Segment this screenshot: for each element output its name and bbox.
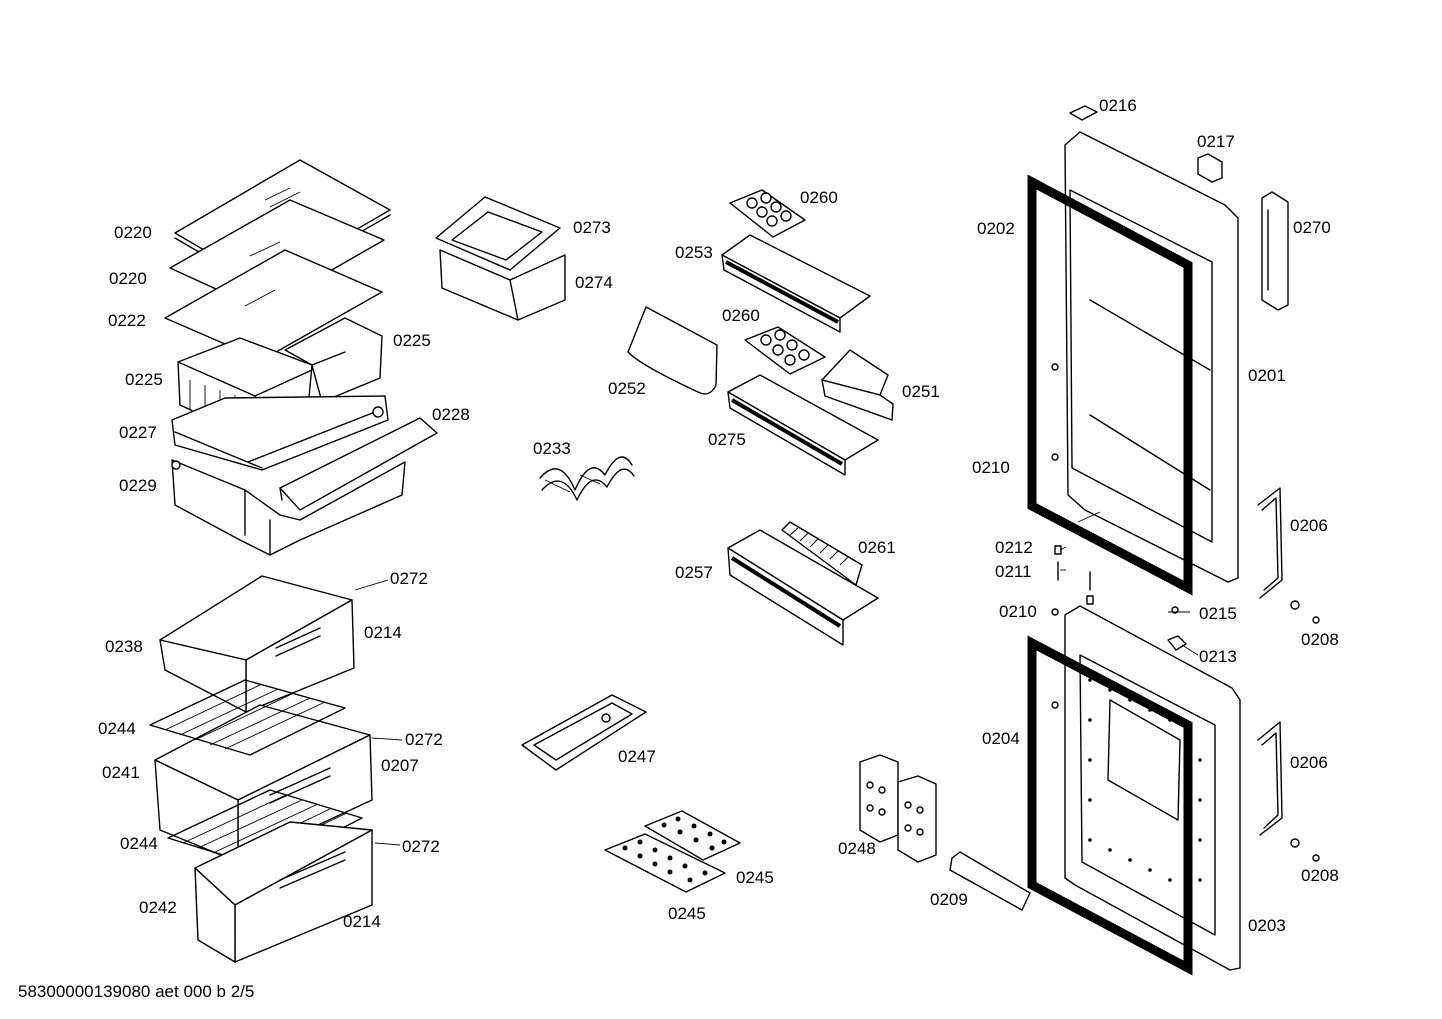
label-0241: 0241 [102, 763, 140, 782]
cover-strip-0209 [949, 851, 1031, 911]
label-0244-a: 0244 [98, 719, 136, 738]
label-0261: 0261 [858, 538, 896, 557]
label-0227: 0227 [119, 423, 157, 442]
bottle-rack-0233 [539, 456, 635, 501]
bottle-retainer-0261 [781, 521, 863, 586]
hinge-cover-0270 [1261, 191, 1289, 311]
fridge-door-0201 [1064, 131, 1239, 583]
flap-0228 [279, 417, 438, 511]
label-0245-b: 0245 [668, 904, 706, 923]
label-0260-b: 0260 [722, 306, 760, 325]
box-0274 [439, 249, 566, 321]
label-0210-b: 0210 [999, 602, 1037, 621]
cold-pack-0248-left [859, 754, 899, 843]
label-0212: 0212 [995, 538, 1033, 557]
butter-box-0251 [821, 349, 894, 421]
cover-0217 [1197, 153, 1223, 183]
label-0206-a: 0206 [1290, 516, 1328, 535]
label-0207: 0207 [381, 756, 419, 775]
door-rack-0275 [727, 374, 879, 476]
label-0272-c: 0272 [402, 837, 440, 856]
label-0248: 0248 [838, 839, 876, 858]
handle-0206-bottom [1257, 721, 1283, 836]
label-0209: 0209 [930, 890, 968, 909]
label-0272-a: 0272 [390, 569, 428, 588]
label-0225-a: 0225 [393, 331, 431, 350]
cold-pack-0248-right [897, 775, 937, 863]
label-0244-b: 0244 [120, 834, 158, 853]
label-0206-b: 0206 [1290, 753, 1328, 772]
label-0247: 0247 [618, 747, 656, 766]
ice-tray-0247 [521, 694, 647, 771]
door-gasket-0204 [1027, 635, 1193, 976]
label-0213: 0213 [1199, 647, 1237, 666]
handle-0206-top [1257, 487, 1283, 599]
label-0228: 0228 [432, 405, 470, 424]
crisper-cover-0227 [171, 395, 389, 471]
bottle-rack-0257 [727, 529, 879, 646]
label-0217: 0217 [1197, 132, 1235, 151]
label-0229: 0229 [119, 476, 157, 495]
label-0214-b: 0214 [343, 912, 381, 931]
label-0273: 0273 [573, 218, 611, 237]
label-0204: 0204 [982, 729, 1020, 748]
label-0252: 0252 [608, 379, 646, 398]
ice-cube-tray-0245-left [604, 833, 726, 893]
label-0211: 0211 [995, 562, 1032, 581]
label-0216: 0216 [1099, 96, 1137, 115]
freezer-drawer-0238 [159, 575, 355, 713]
leader-lines [354, 511, 1199, 846]
label-0201: 0201 [1248, 366, 1286, 385]
label-0274: 0274 [575, 273, 613, 292]
label-0202: 0202 [977, 219, 1015, 238]
label-0238: 0238 [105, 637, 143, 656]
label-0215: 0215 [1199, 604, 1237, 623]
label-0220-b: 0220 [109, 269, 147, 288]
label-0275: 0275 [708, 430, 746, 449]
door-gasket-0202 [1027, 174, 1193, 596]
ice-cube-tray-0245-right [644, 810, 741, 861]
label-0233: 0233 [533, 439, 571, 458]
door-rack-0253 [721, 234, 871, 333]
document-code: 58300000139080 aet 000 b 2/5 [18, 982, 255, 1001]
crisper-base-0229 [171, 459, 406, 556]
egg-tray-0260-middle [744, 326, 826, 375]
screws-and-caps [1051, 363, 1320, 862]
label-0270: 0270 [1293, 218, 1331, 237]
label-0214-a: 0214 [364, 623, 402, 642]
label-0242: 0242 [139, 898, 177, 917]
deflector-0252 [627, 306, 718, 395]
label-0220-a: 0220 [114, 223, 152, 242]
label-0208-a: 0208 [1301, 630, 1339, 649]
label-0210-a: 0210 [972, 458, 1010, 477]
label-0208-b: 0208 [1301, 866, 1339, 885]
label-0257: 0257 [675, 563, 713, 582]
label-0222: 0222 [108, 311, 146, 330]
label-0253: 0253 [675, 243, 713, 262]
label-0260-a: 0260 [800, 188, 838, 207]
holder-0273 [435, 196, 561, 271]
freezer-drawer-0242 [194, 821, 373, 963]
label-0225-b: 0225 [125, 370, 163, 389]
egg-tray-0260-top [729, 189, 806, 238]
grid-0244-top [149, 679, 346, 756]
label-0203: 0203 [1248, 916, 1286, 935]
cover-0216 [1069, 105, 1098, 121]
label-0251: 0251 [902, 382, 940, 401]
label-0272-b: 0272 [405, 730, 443, 749]
label-0245-a: 0245 [736, 868, 774, 887]
